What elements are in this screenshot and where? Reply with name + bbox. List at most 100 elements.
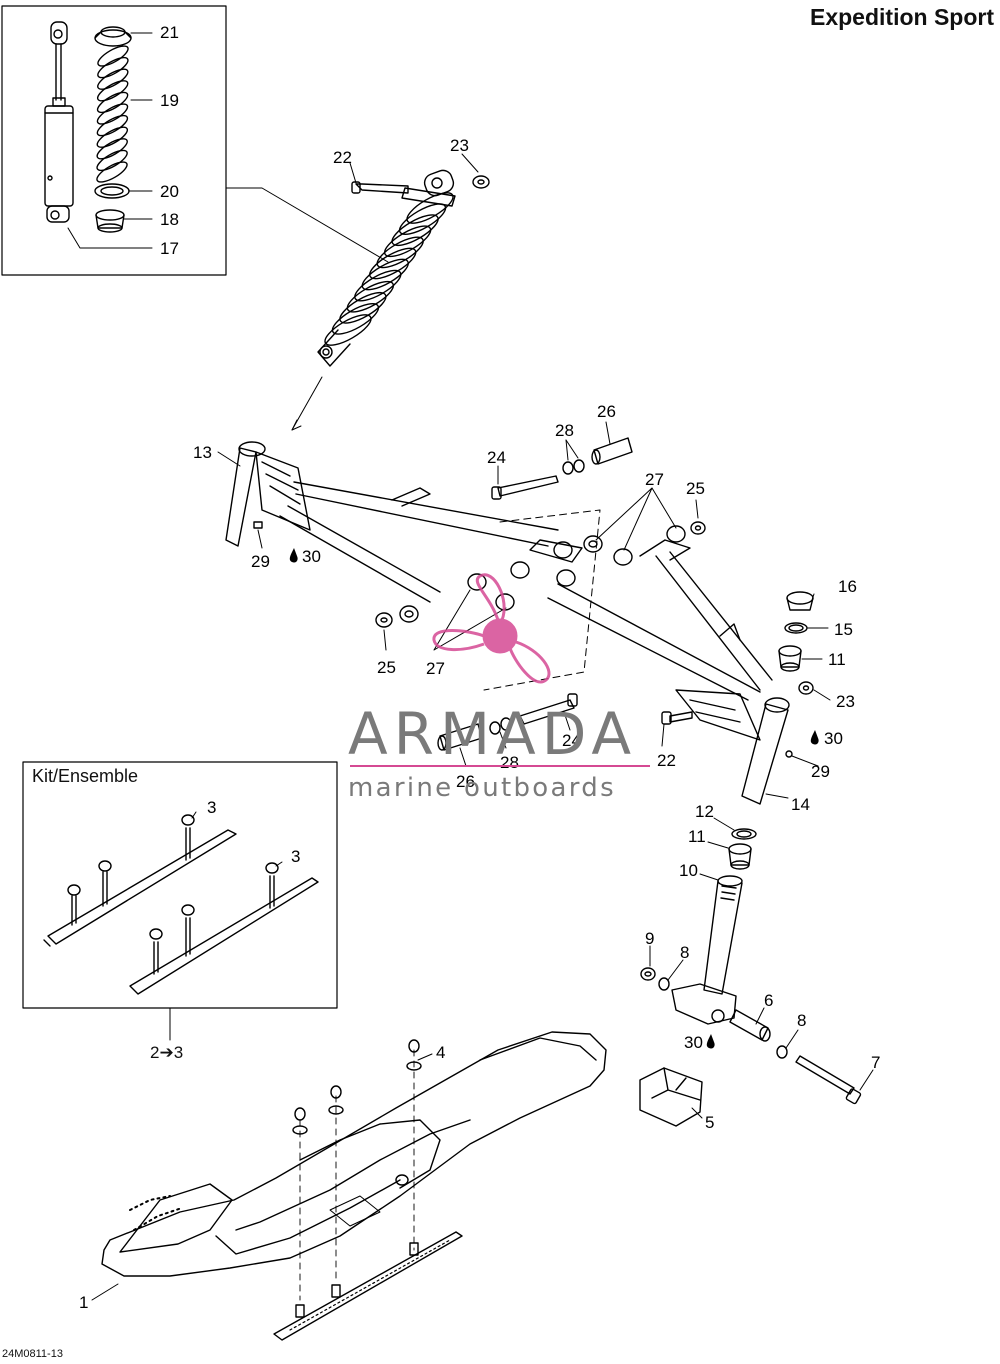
coil-turn (96, 103, 129, 125)
coil-turn (97, 56, 129, 79)
callout-c6: 6 (764, 991, 773, 1010)
callout-c25a: 25 (686, 479, 705, 498)
circlip-part-15 (784, 622, 808, 634)
coil-turn (96, 91, 129, 114)
page-title: Expedition Sport (810, 4, 994, 30)
callout-c21a: 21 (160, 23, 179, 42)
callout-c22b: 22 (657, 751, 676, 770)
callout-c27b: 27 (426, 659, 445, 678)
oil-drop-icon (706, 1034, 715, 1049)
kit-inset-box (22, 761, 338, 1009)
watermark-tagline: marine outboards (348, 773, 616, 803)
bushing-part-11-top (778, 645, 802, 672)
callout-c23b: 23 (836, 692, 855, 711)
ski-runner-part (273, 1231, 463, 1341)
callout-c19: 19 (160, 91, 179, 110)
kit-label: Kit/Ensemble (32, 766, 139, 786)
lower-sleeve-part (437, 723, 483, 751)
callout-c5: 5 (705, 1113, 714, 1132)
ski-part-1 (101, 1031, 607, 1277)
callout-c11a: 11 (828, 650, 846, 669)
spring-washer-part (94, 183, 130, 199)
callout-c1: 1 (79, 1293, 88, 1312)
shock-inset-box (1, 5, 227, 276)
callout-c30c: 30 (684, 1033, 703, 1052)
callout-c7: 7 (871, 1053, 880, 1072)
coil-turn (96, 149, 128, 172)
inset-pointer-line (225, 187, 389, 263)
bolt-part-22a (351, 181, 409, 194)
watermark-divider (350, 765, 650, 767)
watermark-propeller-icon (432, 573, 551, 684)
coil-spring-part (96, 45, 129, 183)
ring-part-12 (731, 828, 757, 840)
callout-c30a: 30 (302, 547, 321, 566)
callout-c10: 10 (679, 861, 698, 880)
callout-c13: 13 (193, 443, 212, 462)
lower-pin-part (519, 693, 578, 725)
callout-c30b: 30 (824, 729, 843, 748)
lubricant-icons (289, 548, 819, 1049)
shock-absorber-part (44, 21, 74, 223)
callout-c3b: 3 (291, 847, 300, 866)
shock-assembly (317, 169, 456, 367)
runner-part-lower (129, 862, 319, 995)
callout-c11b: 11 (688, 827, 706, 846)
coil-turn (96, 138, 128, 160)
callout-c14: 14 (791, 795, 810, 814)
spindle-part-10 (671, 875, 743, 1025)
nut-part-9 (640, 967, 656, 981)
diagram-code: 24M0811-13 (2, 1348, 63, 1360)
callout-c15: 15 (834, 620, 853, 639)
callout-c23a: 23 (450, 136, 469, 155)
oil-drop-icon (289, 548, 298, 563)
upper-washers-part (562, 459, 585, 475)
callout-c27a: 27 (645, 470, 664, 489)
coil-turn (96, 80, 129, 102)
callout-c12: 12 (695, 802, 714, 821)
upper-sleeve-part (591, 437, 633, 465)
callout-c4: 4 (436, 1043, 445, 1062)
callout-c16: 16 (838, 577, 857, 596)
callout-c8b: 8 (797, 1011, 806, 1030)
spring-adjuster-part (95, 209, 125, 233)
bolt-part-7 (795, 1055, 862, 1105)
callout-c18: 18 (160, 210, 179, 229)
washer-part-8a (658, 977, 670, 991)
callout-c9: 9 (645, 929, 654, 948)
grease-fitting-left (253, 521, 263, 529)
kit-reference: 2➔3 (150, 1043, 184, 1062)
coil-turn (97, 68, 129, 90)
sleeve-part-6 (729, 1009, 771, 1042)
nut-part-23a (472, 175, 490, 189)
main-leader-lines (91, 153, 874, 1301)
coil-turn (96, 161, 128, 183)
coil-turn (96, 126, 129, 148)
bushing-group-upper (510, 521, 706, 587)
callout-c29a: 29 (251, 552, 270, 571)
upper-pin-part (491, 475, 559, 500)
spring-cup-part (94, 26, 132, 47)
coil-turn (97, 45, 129, 67)
watermark-name: ARMADA (348, 700, 638, 768)
callout-c20: 20 (160, 182, 179, 201)
callout-c29b: 29 (811, 762, 830, 781)
bushing-part-11-bottom (728, 843, 752, 870)
callout-c3a: 3 (207, 798, 216, 817)
inset-leader-lines (67, 32, 153, 249)
callout-c17: 17 (160, 239, 179, 258)
ski-stopper-part-5 (639, 1067, 703, 1127)
nut-part-23b (798, 681, 814, 695)
callout-c26b: 26 (456, 772, 475, 791)
coil-turn (331, 303, 380, 335)
callout-c26a: 26 (597, 402, 616, 421)
coil-turn (96, 114, 129, 137)
callout-c24b: 24 (562, 731, 581, 750)
callout-c22a: 22 (333, 148, 352, 167)
runner-part-upper (43, 814, 237, 947)
lower-washers-part (489, 717, 512, 735)
bushing-group-lower (375, 573, 515, 628)
coil-turn (324, 314, 372, 346)
